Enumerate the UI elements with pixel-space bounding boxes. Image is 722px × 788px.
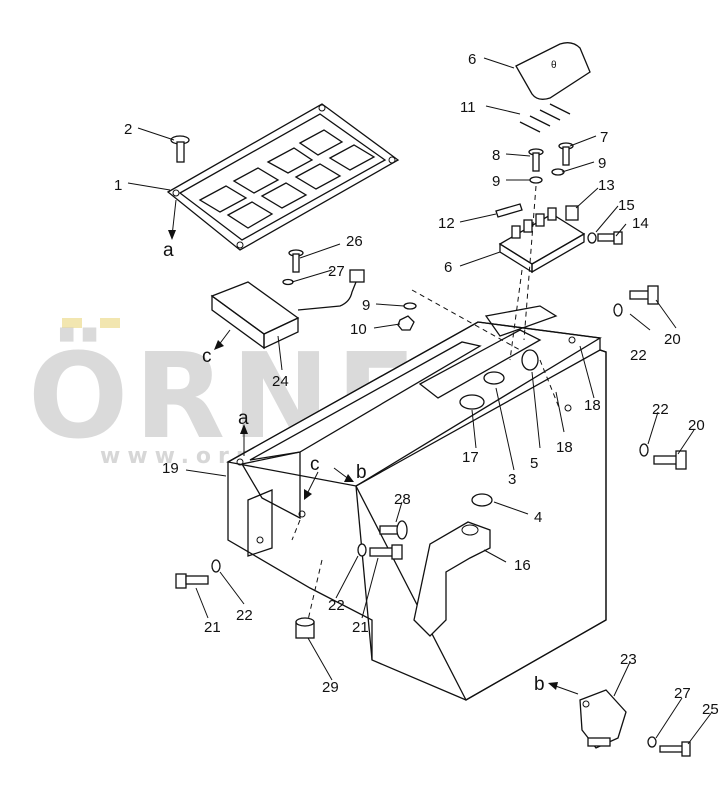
- callout-2: 2: [124, 121, 132, 138]
- callout-27-lower: 27: [674, 685, 691, 702]
- callout-14: 14: [632, 215, 649, 232]
- callout-21-mid: 21: [352, 619, 369, 636]
- callout-11: 11: [460, 99, 476, 116]
- watermark-accent-left: [62, 318, 82, 328]
- nut-10: [397, 315, 415, 331]
- callout-9-lower: 9: [362, 297, 370, 314]
- letter-b-body: b: [356, 462, 367, 483]
- bolt-21-mid: [369, 544, 403, 560]
- callout-23: 23: [620, 651, 637, 668]
- callout-7: 7: [600, 129, 608, 146]
- switch-5: [521, 349, 539, 371]
- bolt-21-left: [175, 573, 209, 589]
- bolt-7: [558, 142, 574, 166]
- callout-10: 10: [350, 321, 367, 338]
- callout-21-left: 21: [204, 619, 221, 636]
- bolt-14: [597, 231, 623, 245]
- cap-29: [295, 617, 315, 639]
- callout-3: 3: [508, 471, 516, 488]
- fitting-28: [379, 520, 408, 540]
- callout-19: 19: [162, 460, 179, 477]
- callout-22-mid: 22: [328, 597, 345, 614]
- plug-17: [459, 394, 485, 410]
- bolt-8: [528, 148, 544, 172]
- callout-22-left: 22: [236, 607, 253, 624]
- callout-8: 8: [492, 147, 500, 164]
- callout-29: 29: [322, 679, 339, 696]
- callout-24: 24: [272, 373, 289, 390]
- letter-b-bottom: b: [534, 674, 545, 695]
- switch-panel: [166, 103, 400, 251]
- letter-a-top: a: [163, 240, 174, 261]
- callout-6-lower: 6: [444, 259, 452, 276]
- relay-24: [210, 269, 365, 350]
- svg-text:θ: θ: [551, 60, 557, 71]
- bolt-20-upper: [629, 285, 659, 305]
- view-arrows: [168, 199, 579, 695]
- leader-lines: [127, 57, 713, 745]
- callout-6-top: 6: [468, 51, 476, 68]
- washer-22-lower: [639, 443, 649, 457]
- console-box-19: [226, 305, 607, 701]
- callout-25: 25: [702, 701, 719, 718]
- washer-22-left: [211, 559, 221, 573]
- bolt-26: [288, 249, 304, 273]
- washer-22-mid: [357, 543, 367, 557]
- cap-6: θ: [515, 42, 591, 100]
- washer-22-upper: [613, 303, 623, 317]
- washer-4: [471, 493, 493, 507]
- washer-27: [282, 278, 294, 286]
- screw-2: [170, 135, 190, 163]
- callout-22-right: 22: [652, 401, 669, 418]
- callout-18-right: 18: [584, 397, 601, 414]
- callout-9-upper-right: 9: [598, 155, 606, 172]
- letter-a-body: a: [238, 408, 249, 429]
- callout-13: 13: [598, 177, 615, 194]
- pins-11: [519, 103, 571, 133]
- view-letters: a a b b c c: [163, 240, 545, 695]
- callout-28: 28: [394, 491, 411, 508]
- callout-5: 5: [530, 455, 538, 472]
- callout-15: 15: [618, 197, 635, 214]
- knob-3: [483, 371, 505, 385]
- watermark-accent-right: [100, 318, 120, 328]
- letter-c-left: c: [202, 346, 212, 367]
- callout-1: 1: [114, 177, 122, 194]
- connector-23: [579, 689, 627, 749]
- callout-27-upper: 27: [328, 263, 345, 280]
- callout-20-lower: 20: [688, 417, 705, 434]
- bolt-25: [659, 741, 691, 757]
- callout-17: 17: [462, 449, 479, 466]
- callout-26: 26: [346, 233, 363, 250]
- bolt-20-lower: [653, 450, 687, 470]
- washer-15: [587, 232, 597, 244]
- assembly-lines: [291, 185, 561, 621]
- callout-18-left: 18: [556, 439, 573, 456]
- callout-labels: 2 1 6 11 8 9 7 9 12 13 15 14 6 26 27 9 1…: [114, 51, 719, 718]
- callout-4: 4: [534, 509, 542, 526]
- callout-9-upper-left: 9: [492, 173, 500, 190]
- washer-27-bottom: [647, 736, 657, 748]
- callout-20-upper: 20: [664, 331, 681, 348]
- terminal-block: [495, 203, 586, 274]
- bracket-16: [413, 521, 491, 637]
- letter-c-body: c: [310, 454, 320, 475]
- callout-22-upper: 22: [630, 347, 647, 364]
- callout-16: 16: [514, 557, 531, 574]
- callout-12: 12: [438, 215, 455, 232]
